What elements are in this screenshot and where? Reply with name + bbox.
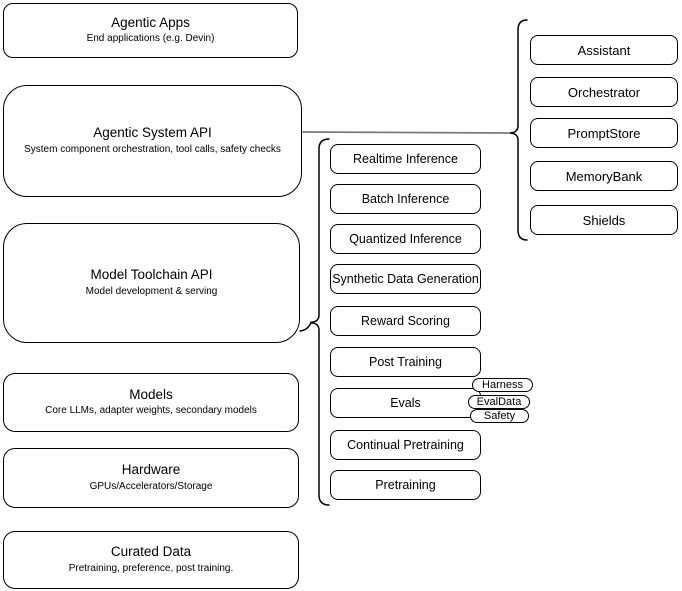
layer-subtitle: GPUs/Accelerators/Storage [89, 480, 213, 492]
eval-tag-harness: Harness [472, 378, 533, 392]
node-promptstore: PromptStore [530, 118, 678, 148]
layer-subtitle: End applications (e.g. Devin) [86, 33, 215, 45]
eval-tag-safety: Safety [470, 409, 529, 423]
layer-title: Curated Data [110, 544, 192, 560]
layer-model-toolchain-api: Model Toolchain API Model development & … [3, 223, 300, 343]
system-api-to-brace-line [302, 131, 511, 134]
node-continual-pretraining: Continual Pretraining [330, 430, 481, 460]
toolchain-api-to-brace-line [299, 322, 312, 332]
node-assistant: Assistant [530, 35, 678, 65]
node-reward-scoring: Reward Scoring [330, 306, 481, 336]
node-memorybank: MemoryBank [530, 161, 678, 191]
layer-subtitle: System component orchestration, tool cal… [24, 143, 281, 155]
layer-subtitle: Core LLMs, adapter weights, secondary mo… [45, 405, 257, 417]
node-orchestrator: Orchestrator [530, 77, 678, 107]
layer-hardware: Hardware GPUs/Accelerators/Storage [3, 448, 299, 508]
layer-models: Models Core LLMs, adapter weights, secon… [3, 373, 299, 432]
layer-title: Agentic Apps [111, 14, 190, 30]
layer-subtitle: Model development & serving [85, 285, 218, 297]
toolchain-components-brace [309, 138, 330, 506]
system-components-brace [509, 19, 528, 241]
node-batch-inference: Batch Inference [330, 184, 481, 214]
layer-agentic-apps: Agentic Apps End applications (e.g. Devi… [3, 3, 298, 58]
eval-tag-evaldata: EvalData [468, 395, 530, 409]
layer-title: Models [129, 386, 173, 402]
layer-title: Model Toolchain API [90, 267, 213, 283]
node-synthetic-data-generation: Synthetic Data Generation [330, 264, 481, 294]
layer-subtitle: Pretraining, preference, post training. [68, 562, 234, 574]
node-evals: Evals [330, 388, 481, 418]
layer-title: Hardware [121, 462, 181, 478]
layer-title: Agentic System API [93, 125, 212, 141]
node-post-training: Post Training [330, 347, 481, 377]
node-quantized-inference: Quantized Inference [330, 224, 481, 254]
layer-agentic-system-api: Agentic System API System component orch… [3, 85, 302, 197]
node-pretraining: Pretraining [330, 470, 481, 500]
node-realtime-inference: Realtime Inference [330, 144, 481, 174]
node-shields: Shields [530, 205, 678, 235]
layer-curated-data: Curated Data Pretraining, preference, po… [3, 531, 299, 589]
